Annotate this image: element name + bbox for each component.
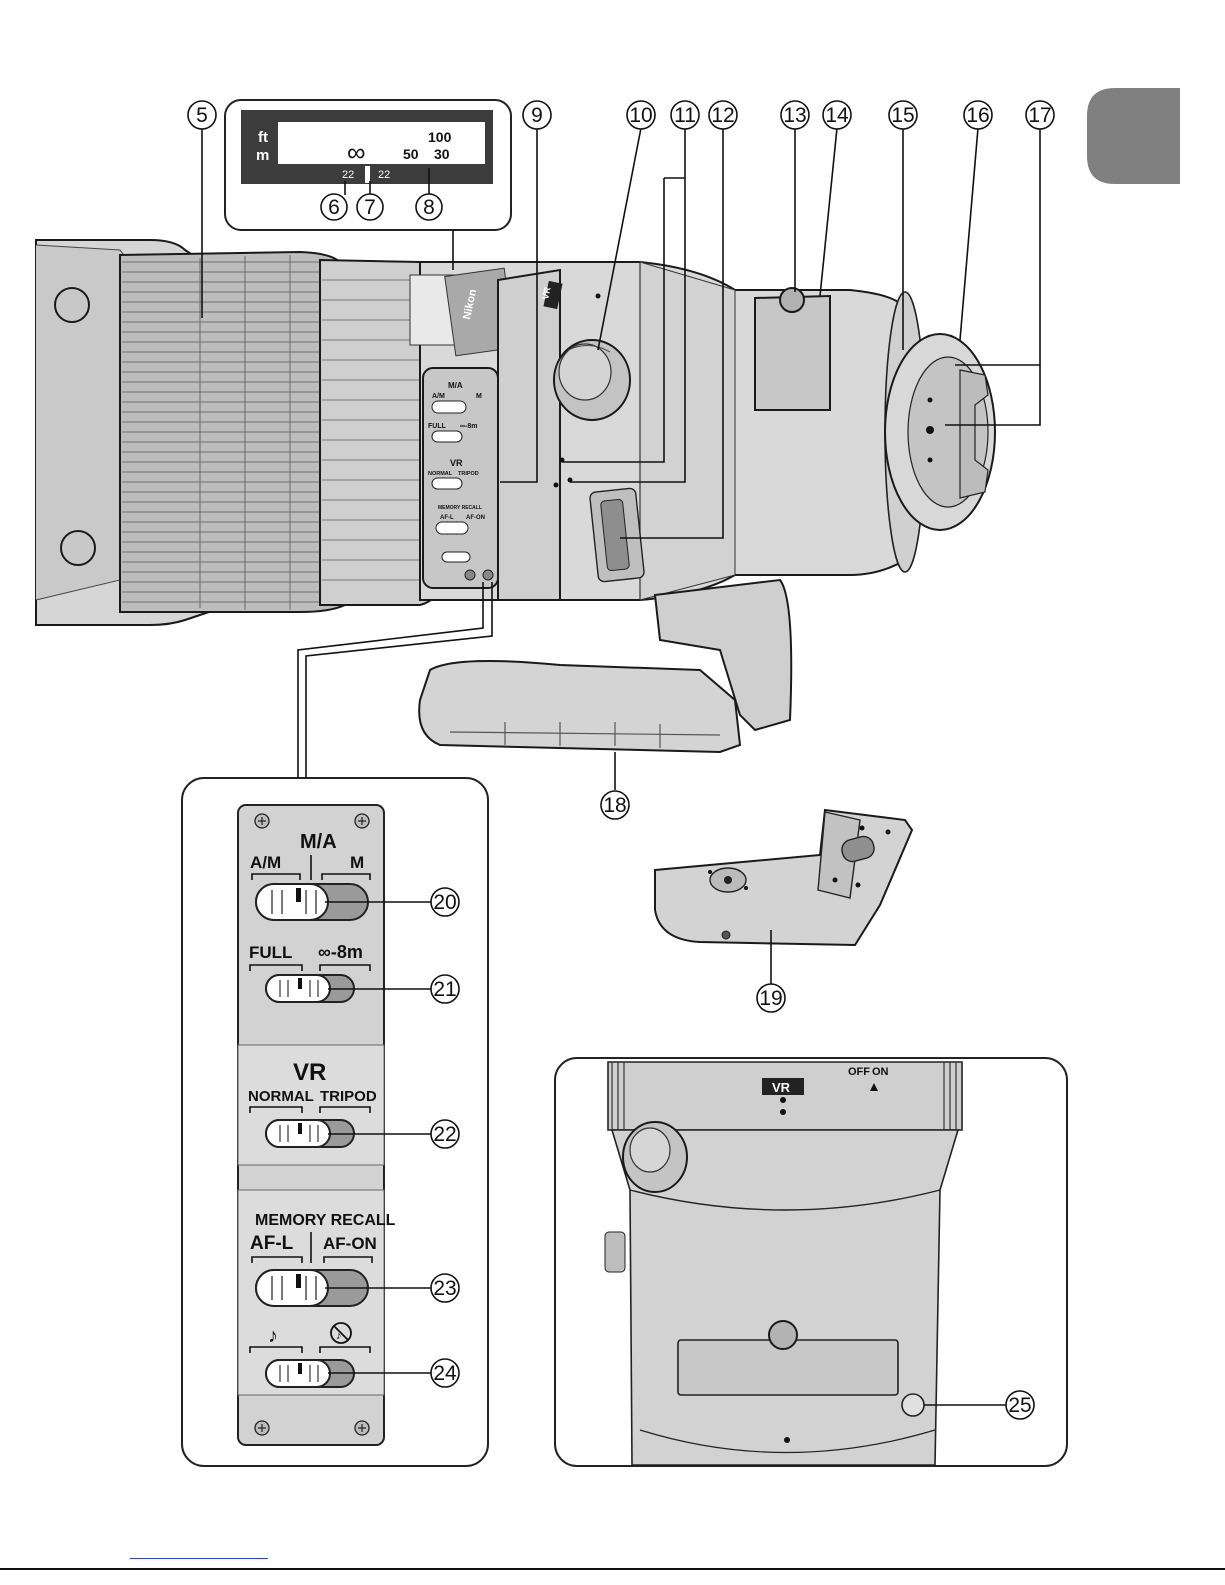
svg-text:24: 24	[433, 1362, 457, 1385]
svg-text:21: 21	[433, 978, 456, 1001]
beep-on-icon: ♪	[268, 1325, 278, 1347]
tripod-foot-slot	[589, 488, 644, 582]
svg-text:13: 13	[783, 104, 806, 127]
svg-text:AF-L: AF-L	[440, 515, 454, 521]
svg-text:18: 18	[603, 794, 626, 817]
memory-recall-title: MEMORY RECALL	[255, 1212, 396, 1229]
svg-text:19: 19	[759, 987, 782, 1010]
callout-10: 10	[627, 101, 655, 129]
lens-switch-panel-small: M/A A/M M FULL ∞-8m VR NORMAL TRIPOD MEM…	[423, 368, 498, 588]
inset-lock-button	[902, 1394, 924, 1416]
svg-text:12: 12	[711, 104, 734, 127]
callout-16: 16	[964, 101, 992, 129]
hood-screw-top	[55, 288, 89, 322]
vr-mode-title: VR	[293, 1059, 326, 1086]
callout-21: 21	[431, 975, 459, 1003]
lens-illustration: Nikon M/A A/M M FULL ∞-8m VR NORMAL TRIP…	[36, 240, 995, 752]
callout-15: 15	[889, 101, 917, 129]
dof-mark-left: 22	[342, 169, 354, 181]
scale-ft-100: 100	[428, 129, 452, 145]
svg-text:M/A: M/A	[448, 381, 463, 390]
svg-text:VR: VR	[450, 458, 463, 468]
memory-label-afon: AF-ON	[323, 1234, 377, 1253]
svg-text:5: 5	[196, 104, 208, 127]
svg-text:MEMORY RECALL: MEMORY RECALL	[438, 505, 482, 511]
scale-unit-m: m	[256, 147, 269, 164]
distance-scale-inset: ft m 100 ∞ 50 30 22 22	[225, 100, 511, 270]
focus-mode-label-ma: M/A	[300, 831, 337, 853]
callout-8: 8	[416, 194, 442, 220]
callout-14: 14	[823, 101, 851, 129]
svg-text:15: 15	[891, 104, 914, 127]
svg-text:20: 20	[433, 891, 456, 914]
callout-18: 18	[601, 791, 629, 819]
vr-mode-label-tripod: TRIPOD	[320, 1088, 377, 1105]
callout-13: 13	[781, 101, 809, 129]
hood-screw-bottom	[61, 531, 95, 565]
callout-20: 20	[431, 888, 459, 916]
callout-9: 9	[523, 101, 551, 129]
svg-text:23: 23	[433, 1277, 456, 1300]
vr-off-label: OFF	[848, 1066, 870, 1078]
lens-mount	[885, 334, 995, 530]
svg-text:TRIPOD: TRIPOD	[458, 471, 479, 477]
footer-rule	[0, 1568, 1225, 1570]
svg-text:8: 8	[423, 196, 435, 219]
dof-mark-right: 22	[378, 169, 390, 181]
tripod-collar-knob	[554, 340, 630, 420]
section-tab	[1087, 88, 1180, 184]
inset-tripod-screw	[769, 1321, 797, 1349]
focus-limit-label-inf: ∞-8m	[318, 942, 363, 962]
tripod-foot-handle	[419, 580, 791, 752]
scale-m-infinity: ∞	[347, 137, 366, 167]
memory-label-afl: AF-L	[250, 1233, 294, 1254]
callout-22: 22	[431, 1120, 459, 1148]
callout-6: 6	[321, 194, 347, 220]
callout-7: 7	[357, 194, 383, 220]
svg-text:∞-8m: ∞-8m	[460, 423, 477, 430]
vr-mode-label-normal: NORMAL	[248, 1088, 314, 1105]
callout-23: 23	[431, 1274, 459, 1302]
callout-25: 25	[1006, 1391, 1034, 1419]
tripod-collar-screw	[780, 288, 804, 312]
svg-text:VR: VR	[772, 1080, 791, 1095]
callout-12: 12	[709, 101, 737, 129]
footer-link-underline	[130, 1558, 268, 1559]
focus-limit-label-full: FULL	[249, 943, 292, 962]
svg-text:FULL: FULL	[428, 423, 447, 430]
focus-mode-slider	[256, 884, 328, 920]
svg-text:10: 10	[629, 104, 652, 127]
callout-11: 11	[671, 101, 699, 129]
svg-text:7: 7	[364, 196, 376, 219]
scale-m-50: 50	[403, 146, 419, 162]
svg-text:22: 22	[433, 1123, 456, 1146]
callout-17: 17	[1026, 101, 1054, 129]
svg-text:9: 9	[531, 104, 543, 127]
svg-text:17: 17	[1028, 104, 1051, 127]
tripod-mounting-foot	[655, 810, 912, 945]
vr-on-label: ON	[872, 1066, 889, 1078]
scale-unit-ft: ft	[258, 129, 268, 146]
callout-19: 19	[757, 984, 785, 1012]
svg-text:25: 25	[1008, 1394, 1031, 1417]
svg-text:16: 16	[966, 104, 989, 127]
focus-mode-label-m: M	[350, 853, 364, 872]
svg-text:AF-ON: AF-ON	[466, 515, 485, 521]
inset-collar-knob	[623, 1122, 687, 1192]
memory-recall-slider	[256, 1270, 328, 1306]
svg-text:NORMAL: NORMAL	[428, 471, 453, 477]
scale-m-30: 30	[434, 146, 450, 162]
svg-text:14: 14	[825, 104, 849, 127]
svg-text:M: M	[476, 393, 482, 400]
svg-text:A/M: A/M	[432, 393, 445, 400]
svg-text:6: 6	[328, 196, 340, 219]
svg-text:11: 11	[674, 104, 696, 127]
svg-text:♪: ♪	[336, 1330, 342, 1342]
focus-mode-label-am: A/M	[250, 853, 281, 872]
callout-24: 24	[431, 1359, 459, 1387]
callout-5: 5	[188, 101, 216, 129]
